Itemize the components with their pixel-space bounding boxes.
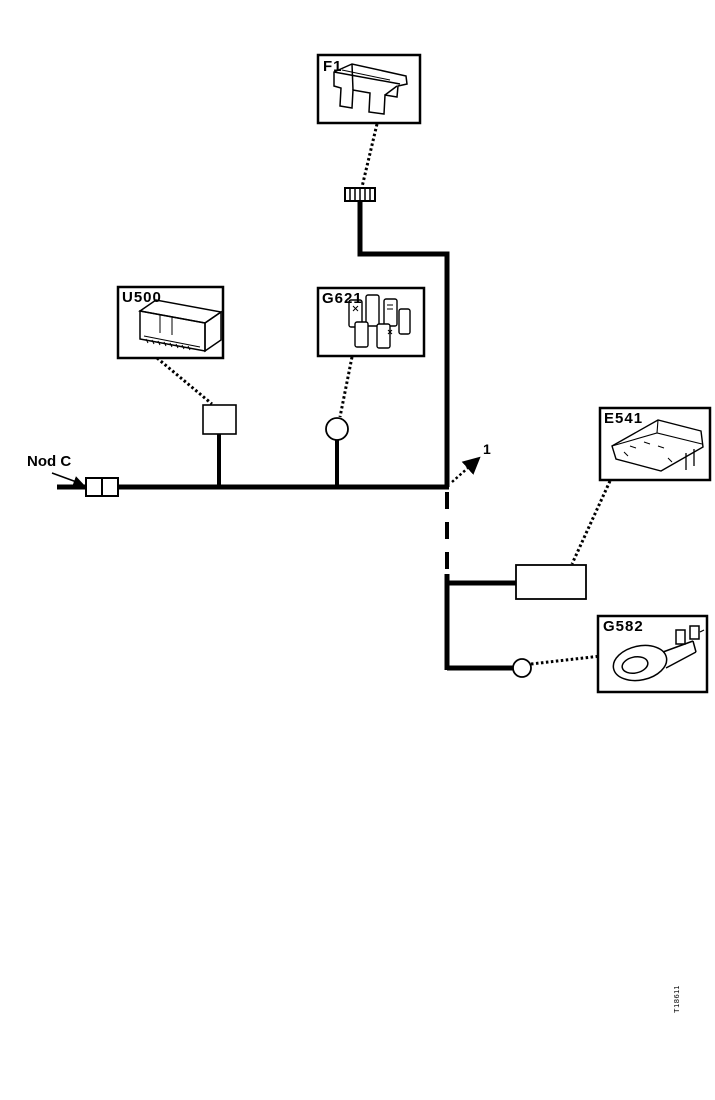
branch-splice-symbol bbox=[325, 417, 349, 487]
lower-branch-wire bbox=[444, 574, 516, 671]
control-unit-icon bbox=[138, 299, 223, 353]
fuse-holder-symbol bbox=[344, 187, 376, 202]
ground-splice-symbol bbox=[512, 658, 532, 678]
leader-e541-to-lower-box bbox=[570, 480, 612, 565]
leader-u500-to-branch-box bbox=[156, 356, 213, 406]
component-label-g621: G621 bbox=[322, 290, 363, 307]
leader-f1-to-fuse-holder bbox=[360, 123, 379, 188]
component-label-f1: F1 bbox=[323, 58, 343, 75]
component-label-g582: G582 bbox=[603, 618, 644, 635]
leader-lines bbox=[156, 123, 612, 666]
component-label-e541: E541 bbox=[604, 410, 644, 427]
node-c-arrow bbox=[51, 472, 84, 487]
leader-g621-to-splice bbox=[338, 356, 354, 418]
footnote-arrow bbox=[451, 456, 481, 483]
node-c-label: Nod C bbox=[27, 453, 72, 470]
inline-connector-symbol bbox=[85, 477, 119, 497]
frame-g582 bbox=[596, 614, 709, 694]
fuse-feed-wire bbox=[357, 201, 450, 487]
lower-box-symbol bbox=[515, 564, 587, 600]
doc-number: T18611 bbox=[672, 985, 681, 1013]
blade-fuse-icon bbox=[333, 63, 408, 115]
component-label-u500: U500 bbox=[122, 289, 162, 306]
branch-box-symbol bbox=[202, 404, 237, 487]
component-frames bbox=[116, 53, 712, 694]
leader-splice-to-g582 bbox=[530, 654, 602, 666]
footnote-marker: 1 bbox=[483, 441, 491, 457]
connector-block-icon bbox=[348, 294, 411, 349]
ring-terminal-icon bbox=[612, 625, 705, 682]
lamp-module-icon bbox=[611, 419, 704, 472]
